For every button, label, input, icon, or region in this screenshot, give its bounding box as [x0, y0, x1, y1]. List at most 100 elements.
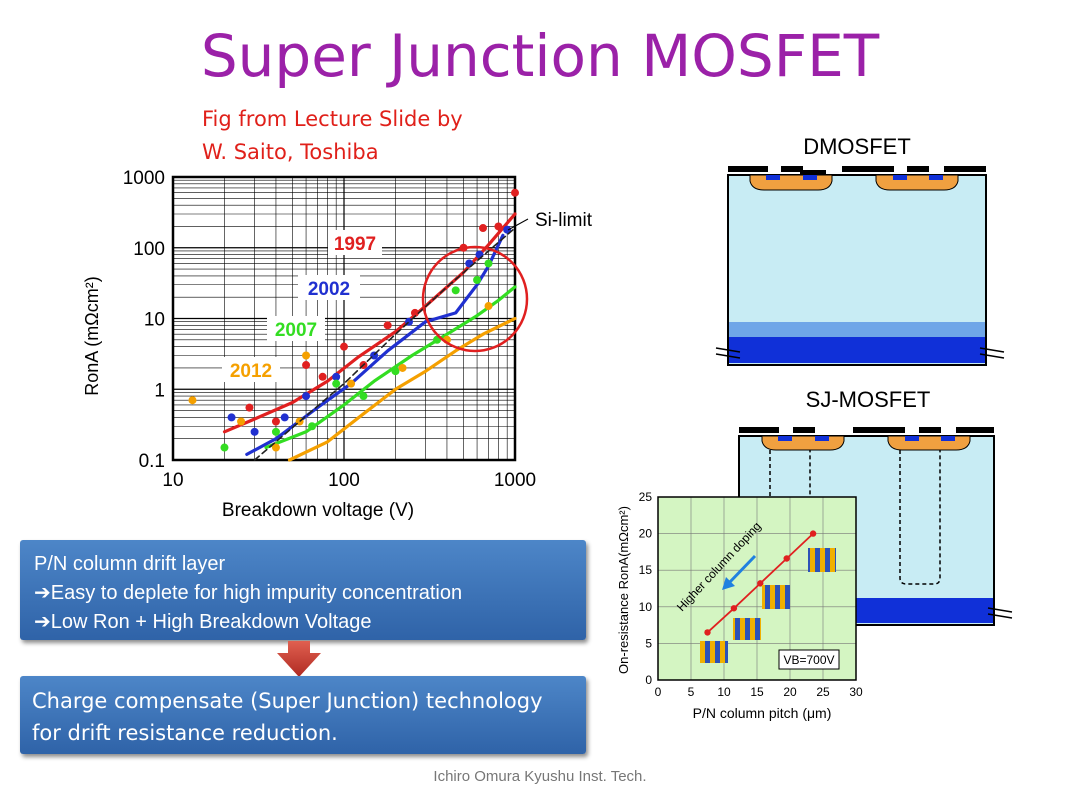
- sj-source-4: [941, 436, 955, 441]
- dmosfet-metal-5: [944, 166, 986, 172]
- series-curve-1997: [222, 212, 517, 434]
- main-chart-series: [188, 188, 519, 462]
- bullet-item-1: ➔Easy to deplete for high impurity conce…: [34, 582, 463, 604]
- data-point: [188, 396, 197, 405]
- data-point: [347, 379, 356, 388]
- year-label-1997: 1997: [334, 234, 376, 255]
- inset-x-tick: 5: [688, 685, 695, 699]
- down-arrow-icon: [277, 641, 321, 677]
- data-point: [227, 413, 236, 422]
- sj-metal-4: [919, 427, 941, 433]
- column-pattern-2: [733, 618, 761, 640]
- data-point: [302, 351, 311, 360]
- inset-y-tick: 15: [639, 563, 653, 577]
- data-point: [332, 379, 341, 388]
- data-point: [511, 188, 519, 197]
- data-point: [245, 403, 254, 412]
- inset-x-tick: 20: [783, 685, 797, 699]
- column-pattern-4: [808, 548, 836, 572]
- dmosfet-source-4: [929, 175, 943, 180]
- main-x-axis-label: Breakdown voltage (V): [222, 500, 414, 521]
- inset-x-tick: 0: [655, 685, 662, 699]
- data-point: [271, 443, 280, 452]
- inset-data-point: [730, 605, 738, 612]
- dmosfet-metal-3: [842, 166, 894, 172]
- dmosfet-label: DMOSFET: [803, 134, 911, 159]
- sj-p-body-left: [761, 435, 845, 451]
- inset-data-point: [757, 580, 764, 587]
- condition-label: VB=700V: [783, 653, 834, 667]
- data-point: [383, 321, 392, 330]
- data-point: [302, 392, 311, 401]
- series-curve-2012: [287, 316, 517, 462]
- bullet-item-2: ➔Low Ron + High Breakdown Voltage: [34, 611, 372, 633]
- inset-y-tick: 5: [645, 636, 652, 650]
- data-point: [308, 422, 317, 431]
- sj-break-right: [987, 607, 1013, 619]
- sj-source-1: [778, 436, 792, 441]
- series-curve-si-limit: [253, 227, 516, 461]
- data-point: [237, 417, 246, 426]
- conclusion-line-1: Charge compensate (Super Junction) techn…: [32, 689, 543, 713]
- dmosfet-metal-1: [728, 166, 768, 172]
- slide-title: Super Junction MOSFET: [200, 22, 880, 90]
- year-label-bg: [328, 230, 382, 255]
- sj-metal-1: [739, 427, 779, 433]
- y-tick-label: 100: [133, 239, 165, 260]
- doping-arrow-shaft: [726, 554, 757, 586]
- dmosfet-break-left: [715, 347, 741, 359]
- x-tick-label: 10: [162, 470, 183, 491]
- dmosfet-source-1: [766, 175, 780, 180]
- year-label-2007: 2007: [275, 320, 317, 341]
- inset-x-tick: 15: [750, 685, 764, 699]
- inset-chart-frame: [657, 496, 857, 681]
- data-point: [398, 363, 407, 372]
- year-label-bg: [267, 316, 325, 341]
- y-tick-label: 1000: [123, 168, 165, 189]
- dmosfet-p-body-right: [875, 174, 959, 191]
- sj-source-3: [905, 436, 919, 441]
- inset-data-point: [783, 555, 790, 562]
- inset-y-tick: 25: [639, 490, 653, 504]
- sj-metal-5: [956, 427, 994, 433]
- sj-p-body-right: [887, 435, 971, 451]
- data-point: [318, 372, 327, 381]
- credit-line-1: Fig from Lecture Slide by: [202, 107, 463, 131]
- credit-line-2: W. Saito, Toshiba: [202, 140, 379, 164]
- main-chart-grid: [172, 177, 515, 461]
- y-tick-label: 10: [144, 310, 165, 331]
- data-point: [250, 427, 259, 436]
- data-point: [302, 361, 311, 370]
- y-tick-label: 1: [154, 380, 165, 401]
- data-point: [410, 308, 419, 317]
- year-label-2012: 2012: [230, 361, 272, 382]
- conclusion-box: Charge compensate (Super Junction) techn…: [20, 676, 586, 754]
- data-point: [271, 417, 280, 426]
- inset-x-tick: 25: [816, 685, 830, 699]
- doping-arrow-head: [722, 577, 735, 590]
- conclusion-line-2: for drift resistance reduction.: [32, 721, 338, 745]
- dmosfet-metal-4: [907, 166, 929, 172]
- dmosfet-p-body-left: [749, 174, 833, 191]
- dmosfet-source-3: [893, 175, 907, 180]
- drift-layer-box: P/N column drift layer ➔Easy to deplete …: [20, 540, 586, 640]
- data-point: [503, 225, 512, 234]
- si-limit-leader: [507, 218, 529, 231]
- sj-metal-3: [853, 427, 905, 433]
- sj-metal-2: [793, 427, 815, 433]
- column-pattern-3: [762, 585, 790, 609]
- year-label-bg: [298, 275, 360, 300]
- dmosfet-metal-2: [781, 166, 803, 172]
- inset-data-point: [704, 629, 711, 636]
- inset-y-tick: 0: [645, 673, 652, 687]
- inset-x-tick: 30: [849, 685, 863, 699]
- dmosfet-gate-1: [800, 170, 826, 175]
- data-point: [484, 259, 493, 268]
- inset-y-axis-label: On-resistance RonA(mΩcm²): [616, 506, 631, 674]
- data-point: [479, 224, 488, 233]
